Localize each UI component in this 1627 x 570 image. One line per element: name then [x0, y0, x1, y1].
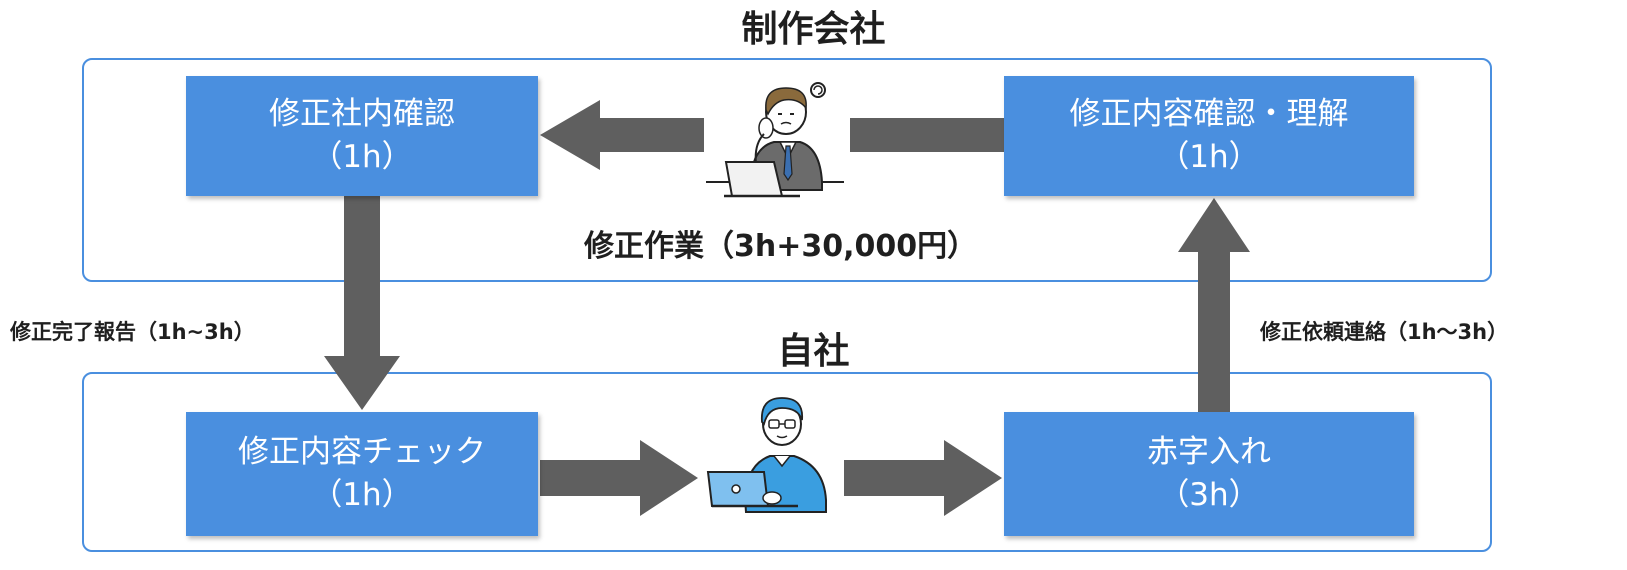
box-content-check-title: 修正内容チェック: [238, 433, 486, 470]
arrow-down-left: [324, 196, 400, 410]
box-internal-review: 修正社内確認 （1h）: [186, 76, 538, 196]
box-content-check-time: （1h）: [311, 477, 413, 513]
arrow-up-right: [1178, 198, 1250, 412]
box-internal-review-time: （1h）: [311, 139, 413, 175]
worker-at-laptop-icon: [706, 397, 827, 513]
completion-report-label: 修正完了報告（1h~3h）: [10, 320, 255, 344]
arrow-right-bottom-2: [844, 440, 1002, 516]
work-label: 修正作業（3h+30,000円）: [584, 229, 978, 264]
arrow-left-top: [540, 100, 704, 170]
box-content-check: 修正内容チェック （1h）: [186, 412, 538, 536]
box-internal-review-title: 修正社内確認: [269, 95, 455, 132]
arrow-right-bottom-1: [540, 440, 698, 516]
box-confirm-understand-title: 修正内容確認・理解: [1069, 95, 1349, 132]
box-confirm-understand-time: （1h）: [1158, 139, 1260, 175]
box-red-marks-title: 赤字入れ: [1147, 433, 1271, 470]
box-confirm-understand: 修正内容確認・理解 （1h）: [1004, 76, 1414, 196]
box-red-marks-time: （3h）: [1158, 477, 1260, 513]
inhouse-title: 自社: [777, 331, 850, 372]
box-red-marks: 赤字入れ （3h）: [1004, 412, 1414, 536]
bar-right-top: [850, 118, 1006, 152]
company-title: 制作会社: [741, 9, 886, 50]
worried-worker-icon: [706, 82, 844, 198]
request-contact-label: 修正依頼連絡（1h〜3h）: [1260, 320, 1509, 344]
